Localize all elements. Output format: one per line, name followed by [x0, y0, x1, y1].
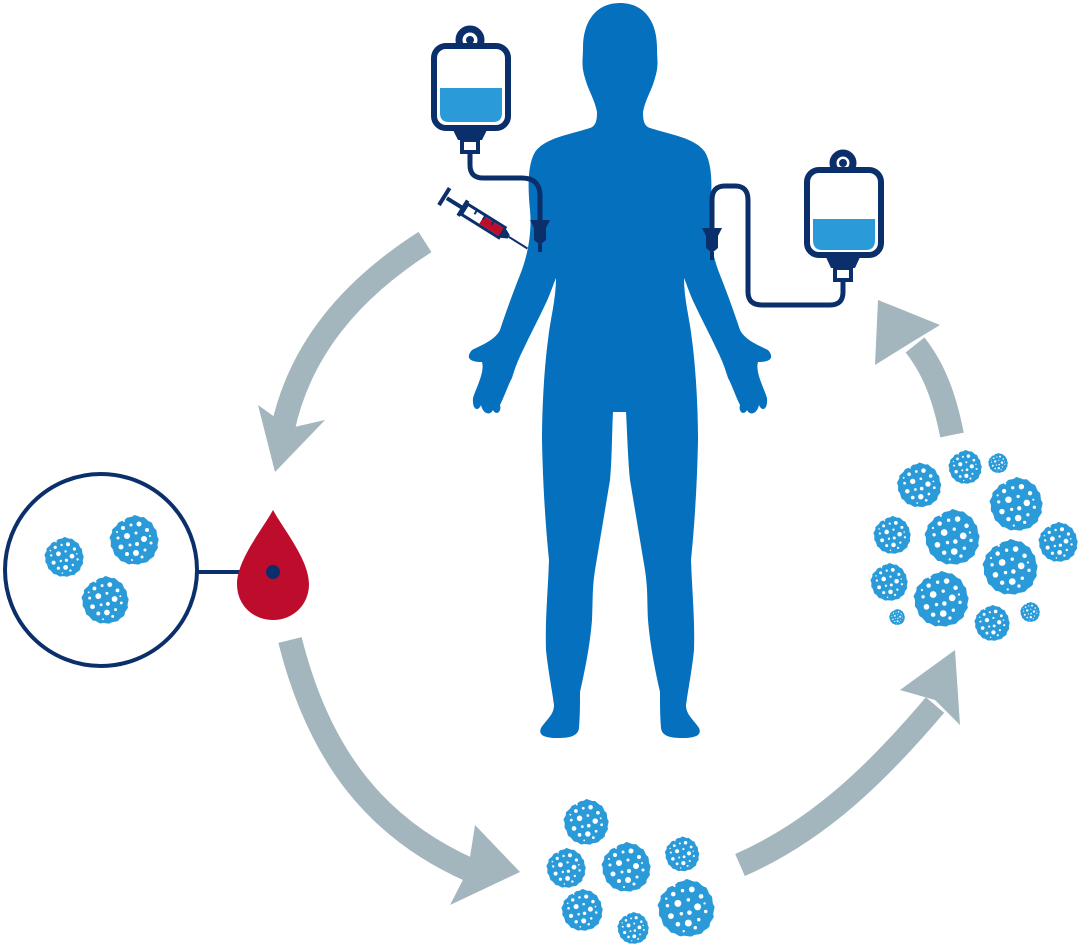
magnifier-circle-icon [3, 472, 272, 668]
human-body-icon [468, 3, 772, 738]
iv-bag-icon [431, 25, 550, 252]
syringe-icon [437, 187, 528, 250]
blood-drop-icon [237, 510, 309, 620]
cell-cluster-icon [546, 799, 715, 944]
cell-cluster-icon [870, 450, 1078, 641]
curved-arrow-icon [278, 637, 520, 905]
curved-arrow-icon [875, 300, 964, 438]
curved-arrow-icon [735, 650, 960, 876]
iv-bag-icon [702, 149, 884, 308]
curved-arrow-icon [258, 231, 432, 472]
